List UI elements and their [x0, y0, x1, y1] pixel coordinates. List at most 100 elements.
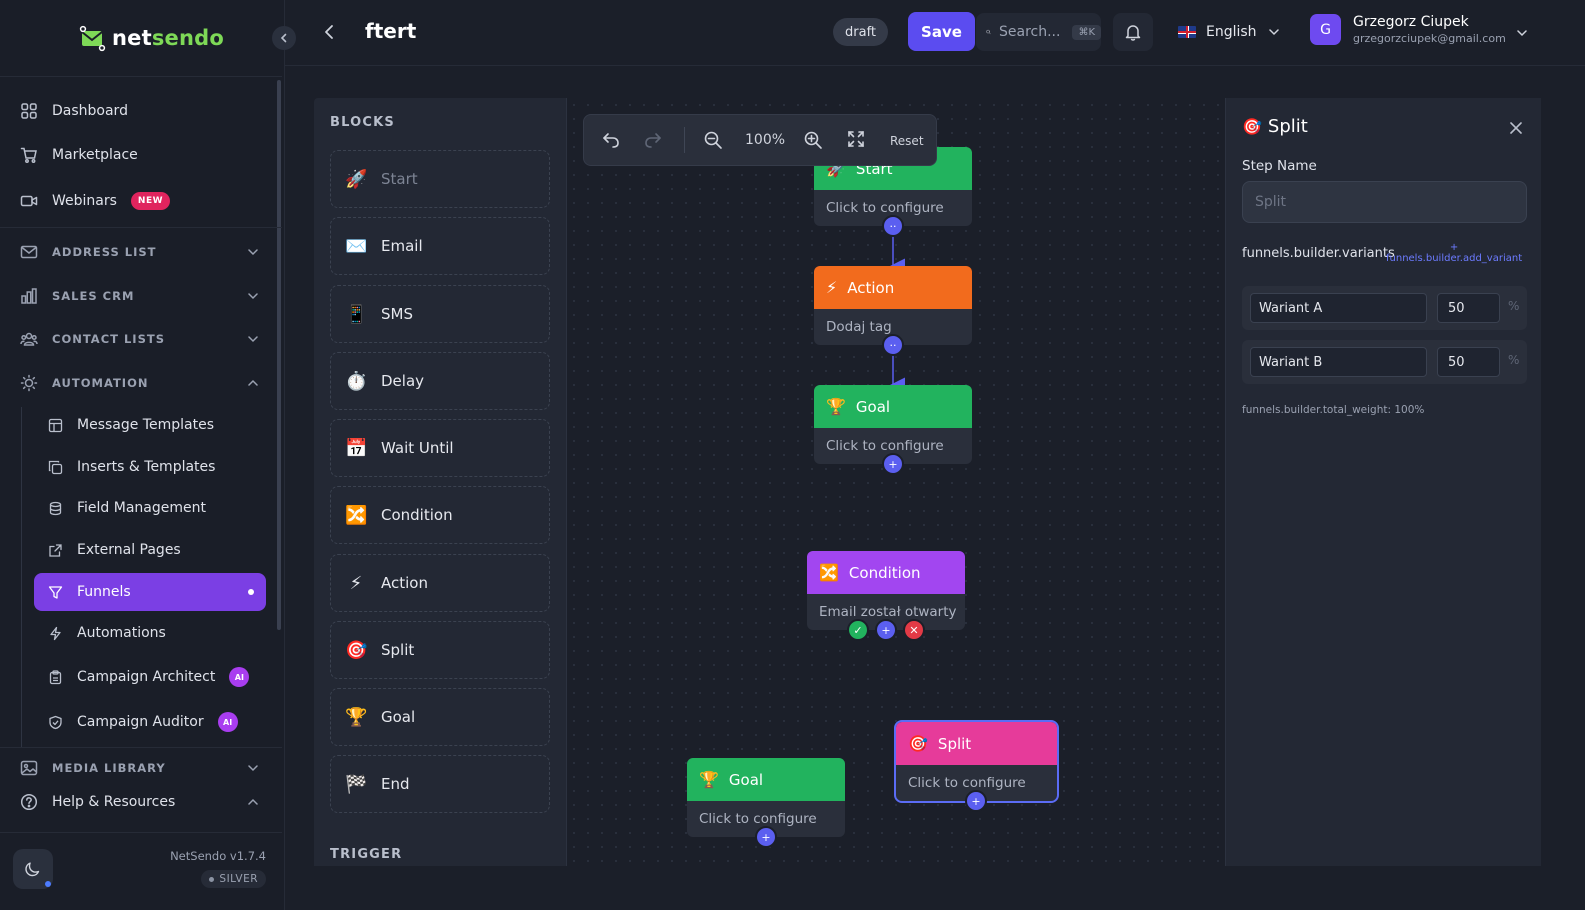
node-title: Split — [937, 734, 972, 753]
add-step-port[interactable]: + — [755, 826, 777, 848]
grid-icon — [21, 103, 37, 119]
target-icon: 🎯 — [1242, 117, 1262, 136]
zoom-out-button[interactable] — [702, 129, 724, 151]
language-selector[interactable]: English — [1178, 18, 1281, 46]
block-label: Action — [381, 574, 428, 592]
bolt-icon: ⚡ — [349, 572, 363, 594]
sidebar-item-marketplace[interactable]: Marketplace — [20, 137, 268, 173]
logo[interactable]: netsendo — [78, 20, 224, 56]
sidebar-item-funnels[interactable]: Funnels — [34, 573, 266, 611]
node-header: 🏆Goal — [814, 385, 972, 428]
back-button[interactable] — [321, 22, 339, 46]
moon-icon — [25, 862, 40, 877]
block-delay[interactable]: ⏱️Delay — [330, 352, 550, 410]
block-split[interactable]: 🎯Split — [330, 621, 550, 679]
ai-badge: AI — [229, 667, 250, 687]
sidebar-item-message-templates[interactable]: Message Templates — [34, 406, 266, 444]
sidebar-item-dashboard[interactable]: Dashboard — [20, 93, 268, 129]
search-input[interactable]: Search... ⌘K — [976, 13, 1101, 51]
block-action[interactable]: ⚡ Action — [330, 554, 550, 612]
section-sales-crm[interactable]: SALES CRM — [20, 281, 260, 311]
user-menu-toggle[interactable] — [1515, 26, 1529, 44]
sidebar-item-label: Funnels — [77, 584, 131, 600]
close-panel-button[interactable] — [1508, 120, 1524, 140]
condition-no-port[interactable]: ✕ — [903, 619, 925, 641]
notification-dot — [45, 881, 51, 887]
sidebar-item-campaign-architect[interactable]: Campaign Architect AI — [34, 658, 266, 696]
section-automation[interactable]: AUTOMATION — [20, 368, 260, 398]
sidebar-item-automations[interactable]: Automations — [34, 614, 266, 652]
variant-weight-input[interactable] — [1437, 347, 1500, 377]
variant-name-input[interactable] — [1250, 347, 1427, 377]
sidebar-item-help-resources[interactable]: Help & Resources — [20, 784, 268, 820]
reset-view-button[interactable]: Reset — [890, 134, 924, 148]
database-icon — [49, 501, 62, 515]
variant-name-input[interactable] — [1250, 293, 1427, 323]
add-variant-link[interactable]: + funnels.builder.add_variant — [1386, 242, 1522, 264]
funnel-icon — [48, 585, 63, 599]
zoom-in-button[interactable] — [802, 129, 824, 151]
section-media-library[interactable]: MEDIA LIBRARY — [20, 753, 260, 783]
fit-view-button[interactable] — [846, 129, 866, 149]
calendar-icon: 📅 — [345, 437, 368, 459]
node-goal[interactable]: 🏆Goal Click to configure + — [814, 385, 972, 475]
condition-yes-port[interactable]: ✓ — [847, 619, 869, 641]
section-contact-lists[interactable]: CONTACT LISTS — [20, 324, 260, 354]
sidebar-item-label: Campaign Architect — [77, 669, 216, 685]
node-title: Action — [847, 278, 895, 297]
chevron-up-icon — [248, 379, 258, 386]
collapse-sidebar-button[interactable] — [272, 26, 296, 50]
user-menu[interactable]: G Grzegorz Ciupek grzegorzciupek@gmail.c… — [1310, 14, 1506, 45]
block-label: Split — [381, 641, 415, 659]
cart-icon — [20, 147, 37, 163]
block-label: End — [381, 775, 410, 793]
plan-badge: SILVER — [201, 870, 266, 888]
chevron-down-icon — [1268, 29, 1279, 36]
save-button[interactable]: Save — [908, 12, 975, 51]
sidebar-item-webinars[interactable]: Webinars NEW — [20, 183, 268, 219]
block-email[interactable]: ✉️Email — [330, 217, 550, 275]
node-condition[interactable]: 🔀Condition Email został otwarty ✓ + ✕ — [807, 551, 965, 641]
add-step-port[interactable]: + — [965, 790, 987, 812]
block-goal[interactable]: 🏆Goal — [330, 688, 550, 746]
sidebar-item-campaign-auditor[interactable]: Campaign Auditor AI — [34, 703, 266, 741]
search-icon — [986, 29, 991, 35]
app-version: NetSendo v1.7.4 — [170, 849, 266, 863]
sidebar-divider — [0, 227, 282, 228]
chevron-down-icon — [1517, 30, 1527, 37]
undo-button[interactable] — [600, 129, 622, 151]
variant-weight-input[interactable] — [1437, 293, 1500, 323]
variants-label: funnels.builder.variants — [1242, 246, 1395, 261]
new-badge: NEW — [130, 192, 171, 210]
redo-button[interactable] — [642, 129, 664, 151]
sidebar-scrollbar[interactable] — [277, 80, 281, 630]
add-step-port[interactable]: + — [882, 453, 904, 475]
node-action[interactable]: ⚡Action Dodaj tag ·· — [814, 266, 972, 356]
block-label: SMS — [381, 305, 413, 323]
section-label: CONTACT LISTS — [52, 332, 165, 346]
sidebar-item-label: Webinars — [52, 193, 117, 209]
node-output-port[interactable]: ·· — [882, 334, 904, 356]
canvas-toolbar: 100% Reset — [583, 114, 937, 166]
node-split[interactable]: 🎯Split Click to configure + — [894, 720, 1059, 812]
step-name-input[interactable] — [1242, 181, 1527, 223]
section-address-list[interactable]: ADDRESS LIST — [20, 237, 260, 267]
shuffle-icon: 🔀 — [819, 563, 839, 582]
sidebar-item-inserts-templates[interactable]: Inserts & Templates — [34, 448, 266, 486]
block-sms[interactable]: 📱SMS — [330, 285, 550, 343]
block-condition[interactable]: 🔀Condition — [330, 486, 550, 544]
theme-toggle-button[interactable] — [13, 849, 53, 889]
sidebar-item-field-management[interactable]: Field Management — [34, 489, 266, 527]
logo-text: netsendo — [112, 26, 224, 50]
block-wait-until[interactable]: 📅Wait Until — [330, 419, 550, 477]
search-shortcut: ⌘K — [1072, 24, 1101, 40]
node-goal[interactable]: 🏆Goal Click to configure + — [687, 758, 845, 848]
topbar: ftert draft Save Search... ⌘K English G … — [285, 0, 1585, 66]
funnel-canvas[interactable]: 100% Reset 🚀Start Click to configure ·· … — [567, 98, 1225, 866]
notifications-button[interactable] — [1113, 13, 1153, 51]
block-start[interactable]: 🚀Start — [330, 150, 550, 208]
node-output-port[interactable]: ·· — [882, 215, 904, 237]
add-step-port[interactable]: + — [875, 619, 897, 641]
block-end[interactable]: 🏁End — [330, 755, 550, 813]
sidebar-item-external-pages[interactable]: External Pages — [34, 531, 266, 569]
